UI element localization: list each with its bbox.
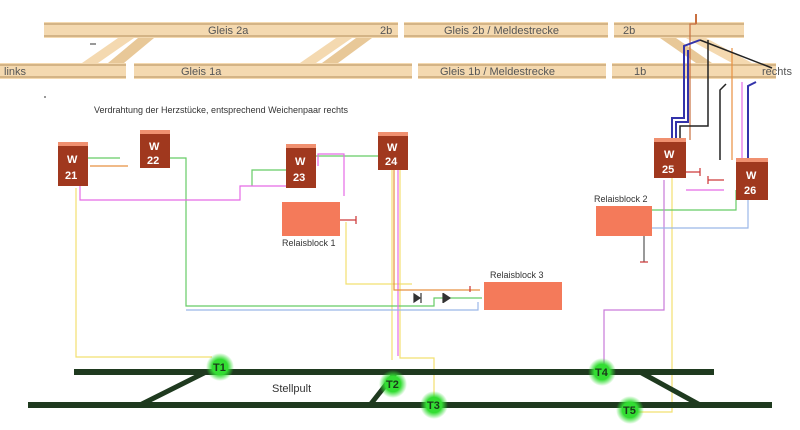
track-label-links: links [4,66,27,78]
track-top-rail [44,22,744,38]
switch-w24[interactable]: W 24 [378,132,408,170]
button-t3-label: T3 [427,400,440,412]
wire-black [679,40,709,140]
switch-w26[interactable]: W 26 [736,158,768,200]
button-t4[interactable]: T4 [588,358,616,386]
relays: Relaisblock 1 Relaisblock 2 Relaisblock … [282,194,652,310]
crossover [686,38,752,63]
button-t3[interactable]: T3 [420,391,448,419]
wire-orange [393,134,480,291]
diode [413,292,422,304]
switch-w23[interactable]: W 23 [286,144,316,188]
panel-crossover [638,369,702,408]
track-bottom-rail [0,63,776,79]
switch-w23-number: 23 [293,172,305,184]
button-t2-label: T2 [386,379,399,391]
relay-block-2-label: Relaisblock 2 [594,194,648,204]
wire-black [699,39,773,69]
track-gap [608,20,614,40]
switch-w22-number: 22 [147,155,159,167]
relay-block-2[interactable]: Relaisblock 2 [594,194,652,236]
track-label-2a: Gleis 2a [208,25,249,37]
button-t1-label: T1 [213,362,226,374]
track-label-1a: Gleis 1a [181,66,222,78]
relay-block-3[interactable]: Relaisblock 3 [484,270,562,310]
track-gap [412,61,418,81]
switch-w21[interactable]: W 21 [58,142,88,186]
switch-w25-letter: W [664,149,675,161]
button-t2[interactable]: T2 [379,370,407,398]
relay-block-3-label: Relaisblock 3 [490,270,544,280]
wire-green [251,169,286,186]
switch-w24-letter: W [387,142,398,154]
wire-pink [79,185,286,201]
crossover [108,38,154,63]
caption: Verdrahtung der Herzstücke, entsprechend… [94,105,348,115]
relay-block-1-label: Relaisblock 1 [282,238,336,248]
crossover [82,38,134,63]
track-label-2b-meldestrecke: Gleis 2b / Meldestrecke [444,25,559,37]
switch-w21-number: 21 [65,170,77,182]
crossover [300,38,352,63]
switch-w26-letter: W [746,170,757,182]
diode [442,292,452,304]
wire-orange [689,23,696,140]
track-gap [126,61,134,81]
track-label-rechts: rechts [762,66,792,78]
button-t5-label: T5 [623,405,636,417]
wire-pink [317,153,345,196]
wire-lightblue [186,302,479,311]
crossover [322,38,372,63]
track-label-2b-left: 2b [380,25,392,37]
button-t1[interactable]: T1 [206,353,234,381]
wire-blue [675,50,689,140]
track-gap [398,20,404,40]
switch-w23-letter: W [295,156,306,168]
switch-w25[interactable]: W 25 [654,138,686,178]
wire-lightblue [650,200,749,229]
wiring [75,23,773,413]
button-t4-label: T4 [595,367,609,379]
button-t5[interactable]: T5 [616,396,644,424]
switch-w22[interactable]: W 22 [140,130,170,168]
wire-pink [603,180,665,364]
track-label-1b-meldestrecke: Gleis 1b / Meldestrecke [440,66,555,78]
wire-yellow [399,168,435,398]
stellpult-label: Stellpult [272,383,311,395]
switches: W 21 W 22 W 23 W 24 W 25 [58,130,768,200]
wire-green [311,155,378,166]
switch-w24-number: 24 [385,156,398,168]
wire-yellow [75,188,212,358]
switch-w26-number: 26 [744,185,756,197]
wire-black [719,83,727,160]
wire-blue [671,39,701,140]
switch-w25-number: 25 [662,164,674,176]
track-plan: Gleis 2a 2b Gleis 2b / Meldestrecke 2b l… [0,14,792,98]
crossover [660,38,712,63]
relay-block-1[interactable]: Relaisblock 1 [282,202,340,248]
panel-crossover [138,369,208,408]
wire-blue [747,81,757,164]
wire-yellow [632,176,673,413]
track-gap [606,61,612,81]
switch-w21-letter: W [67,154,78,166]
stellpult: Stellpult T1 T2 T3 T4 T5 [28,353,772,424]
switch-w22-letter: W [149,141,160,153]
track-label-2b-right: 2b [623,25,635,37]
wire-yellow [345,222,412,285]
track-label-1b: 1b [634,66,646,78]
